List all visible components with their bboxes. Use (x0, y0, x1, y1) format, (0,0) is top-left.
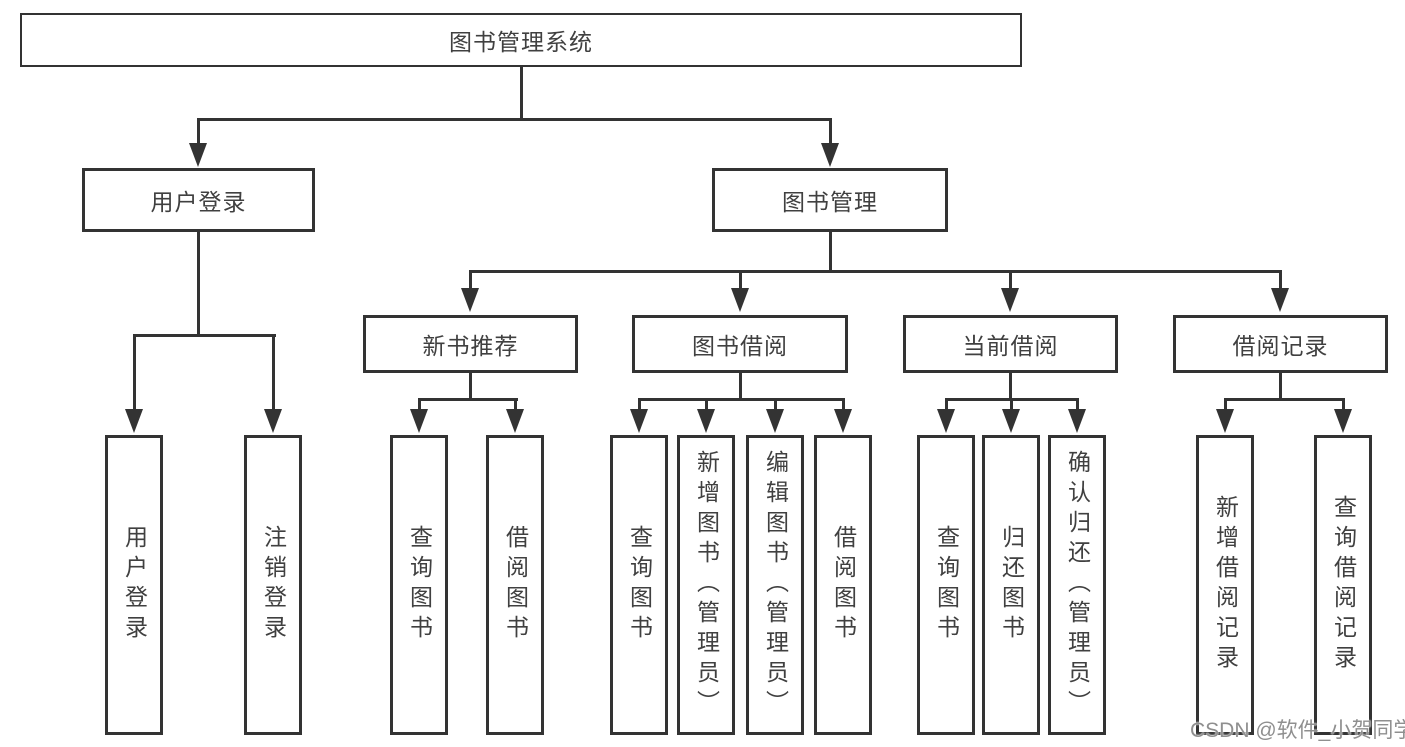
leaf-node-label: 查询借阅记录 (1330, 495, 1357, 675)
connector-line (842, 398, 845, 412)
section-node-label: 图书借阅 (692, 333, 788, 359)
arrowhead-down-icon (461, 288, 479, 312)
leaf-node-label: 查询图书 (626, 525, 653, 645)
arrowhead-down-icon (766, 409, 784, 433)
connector-line (469, 270, 472, 290)
connector-line (1076, 398, 1079, 412)
leaf-node-borrow-books-1: 借阅图书 (486, 435, 544, 735)
arrowhead-down-icon (125, 409, 143, 433)
arrowhead-down-icon (697, 409, 715, 433)
leaf-node-logout: 注销登录 (244, 435, 302, 735)
leaf-node-query-books-1: 查询图书 (390, 435, 448, 735)
connector-line (945, 398, 948, 412)
section-node-new-book-recommend: 新书推荐 (363, 315, 578, 373)
section-node-book-borrowing: 图书借阅 (632, 315, 848, 373)
connector-line (739, 373, 742, 400)
leaf-node-query-borrow-record: 查询借阅记录 (1314, 435, 1372, 735)
leaf-node-label: 查询图书 (406, 525, 433, 645)
connector-line (1224, 398, 1227, 412)
arrowhead-down-icon (506, 409, 524, 433)
connector-line (418, 398, 421, 412)
branch-node-user-login: 用户登录 (82, 168, 315, 232)
connector-line (469, 270, 1282, 273)
leaf-node-query-books-2: 查询图书 (610, 435, 668, 735)
leaf-node-label: 编辑图书（管理员） (762, 450, 789, 720)
arrowhead-down-icon (1001, 288, 1019, 312)
leaf-node-label: 归还图书 (998, 525, 1025, 645)
arrowhead-down-icon (937, 409, 955, 433)
connector-line (1224, 398, 1345, 401)
connector-line (272, 334, 275, 411)
leaf-node-add-borrow-record: 新增借阅记录 (1196, 435, 1254, 735)
connector-line (197, 118, 832, 121)
section-node-label: 借阅记录 (1232, 333, 1329, 359)
leaf-node-query-books-3: 查询图书 (917, 435, 975, 735)
arrowhead-down-icon (1334, 409, 1352, 433)
branch-node-label: 用户登录 (150, 189, 247, 215)
arrowhead-down-icon (731, 288, 749, 312)
section-node-borrowing-records: 借阅记录 (1173, 315, 1388, 373)
connector-line (774, 398, 777, 412)
connector-line (638, 398, 845, 401)
leaf-node-return-books: 归还图书 (982, 435, 1040, 735)
leaf-node-label: 确认归还（管理员） (1064, 450, 1091, 720)
leaf-node-edit-books-admin: 编辑图书（管理员） (746, 435, 804, 735)
arrowhead-down-icon (410, 409, 428, 433)
leaf-node-label: 借阅图书 (830, 525, 857, 645)
root-node-book-management-system: 图书管理系统 (20, 13, 1022, 67)
arrowhead-down-icon (834, 409, 852, 433)
leaf-node-label: 借阅图书 (502, 525, 529, 645)
root-node-label: 图书管理系统 (449, 29, 593, 55)
connector-line (1009, 270, 1012, 290)
connector-line (1279, 270, 1282, 290)
connector-line (418, 398, 518, 401)
connector-line (705, 398, 708, 412)
connector-line (197, 232, 200, 337)
leaf-node-label: 新增借阅记录 (1212, 495, 1239, 675)
arrowhead-down-icon (1216, 409, 1234, 433)
leaf-node-label: 注销登录 (260, 525, 287, 645)
section-node-label: 新书推荐 (422, 333, 519, 359)
connector-line (739, 270, 742, 290)
connector-line (520, 66, 523, 119)
arrowhead-down-icon (1068, 409, 1086, 433)
branch-node-label: 图书管理 (782, 189, 878, 215)
connector-line (197, 118, 200, 145)
leaf-node-label: 查询图书 (933, 525, 960, 645)
section-node-current-borrowing: 当前借阅 (903, 315, 1118, 373)
connector-line (514, 398, 517, 412)
arrowhead-down-icon (189, 143, 207, 167)
connector-line (1279, 373, 1282, 400)
connector-line (133, 334, 136, 411)
leaf-node-add-books-admin: 新增图书（管理员） (677, 435, 735, 735)
connector-line (638, 398, 641, 412)
leaf-node-confirm-return-admin: 确认归还（管理员） (1048, 435, 1106, 735)
arrowhead-down-icon (630, 409, 648, 433)
arrowhead-down-icon (264, 409, 282, 433)
leaf-node-borrow-books-2: 借阅图书 (814, 435, 872, 735)
connector-line (1009, 373, 1012, 400)
connector-line (829, 232, 832, 273)
connector-line (469, 373, 472, 400)
connector-line (1342, 398, 1345, 412)
leaf-node-user-login: 用户登录 (105, 435, 163, 735)
arrowhead-down-icon (1271, 288, 1289, 312)
connector-line (829, 118, 832, 145)
leaf-node-label: 用户登录 (121, 525, 148, 645)
branch-node-book-management: 图书管理 (712, 168, 948, 232)
connector-line (133, 334, 276, 337)
arrowhead-down-icon (821, 143, 839, 167)
csdn-watermark: CSDN @软件_小贺同学 (1190, 719, 1405, 742)
connector-line (1010, 398, 1013, 412)
section-node-label: 当前借阅 (962, 333, 1059, 359)
arrowhead-down-icon (1002, 409, 1020, 433)
leaf-node-label: 新增图书（管理员） (693, 450, 720, 720)
